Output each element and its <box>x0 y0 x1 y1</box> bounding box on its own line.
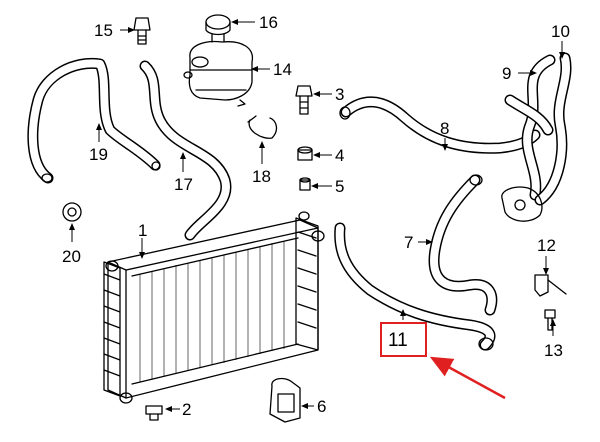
callout-19: 19 <box>89 145 108 164</box>
hose-clamp-20 <box>62 202 82 222</box>
callout-20: 20 <box>62 247 81 266</box>
plug-5 <box>299 177 311 191</box>
callout-6: 6 <box>317 397 326 416</box>
leader-lines <box>69 19 565 412</box>
callout-labels: 1 2 3 4 5 6 7 8 9 10 11 12 13 14 15 16 1… <box>62 13 570 419</box>
callout-9: 9 <box>502 64 511 83</box>
drain-plug-2 <box>145 405 163 421</box>
callout-16: 16 <box>259 13 278 32</box>
callout-1: 1 <box>138 221 147 240</box>
callout-10: 10 <box>551 22 570 41</box>
reservoir-cap <box>205 14 231 43</box>
hose-7 <box>428 174 498 316</box>
hose-8 <box>339 96 541 154</box>
sensor-4 <box>297 146 313 161</box>
callout-17: 17 <box>174 175 193 194</box>
radiator <box>103 211 325 404</box>
callout-8: 8 <box>440 119 449 138</box>
callout-3: 3 <box>335 85 344 104</box>
callout-14: 14 <box>273 60 292 79</box>
highlight-11 <box>380 322 506 400</box>
hose-clamp-18 <box>247 115 278 139</box>
callout-18: 18 <box>252 167 271 186</box>
callout-5: 5 <box>335 177 344 196</box>
hose-11 <box>334 222 496 351</box>
bracket-12 <box>534 274 567 297</box>
hose-17 <box>139 60 232 241</box>
hose-19 <box>27 57 161 184</box>
callout-12: 12 <box>537 236 556 255</box>
callout-13: 13 <box>544 341 563 360</box>
expansion-reservoir <box>183 40 254 107</box>
callout-4: 4 <box>335 146 344 165</box>
bleeder-screw <box>133 17 151 45</box>
callout-15: 15 <box>94 21 113 40</box>
temp-sensor-3 <box>295 85 313 115</box>
callout-11: 11 <box>388 330 408 351</box>
callout-2: 2 <box>182 400 191 419</box>
mount-bracket-6 <box>269 377 301 423</box>
callout-7: 7 <box>404 233 413 252</box>
